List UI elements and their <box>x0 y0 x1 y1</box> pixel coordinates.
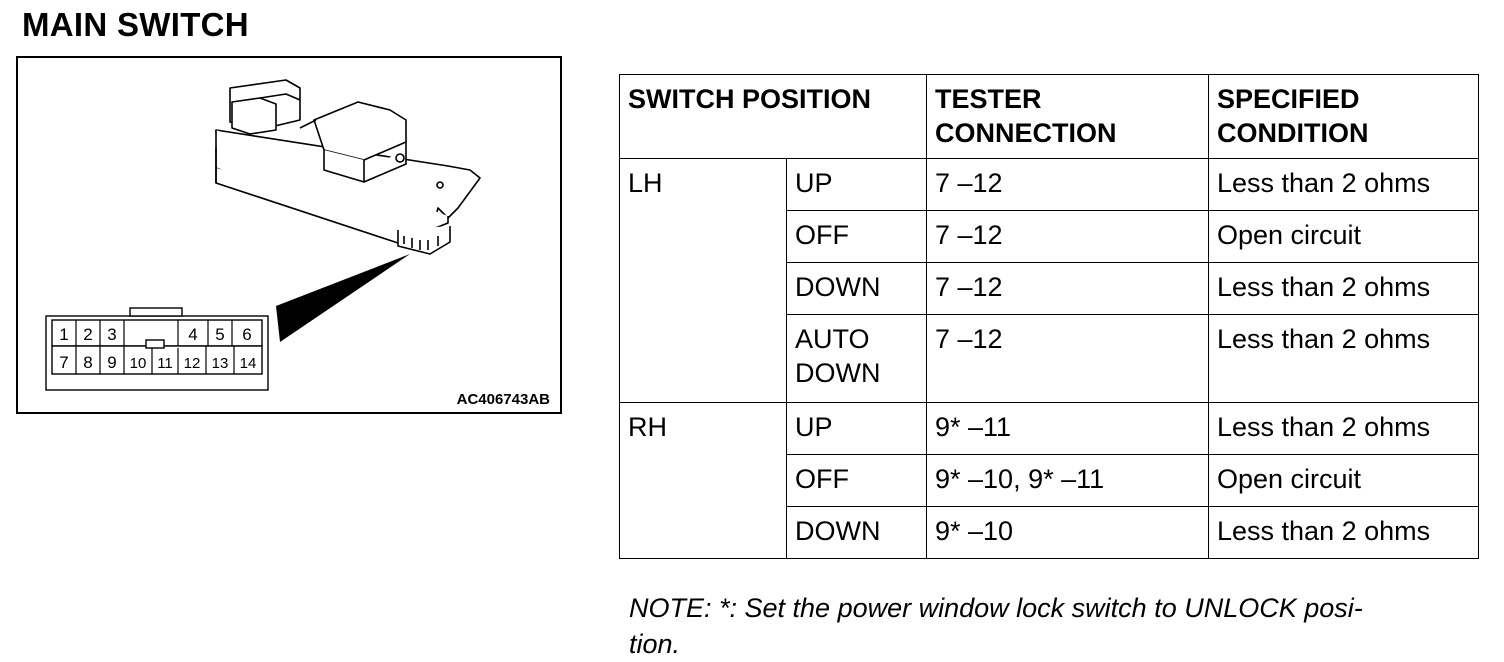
table-header-row: SWITCH POSITION TESTER CONNECTION SPECIF… <box>619 74 1479 159</box>
position-cell: OFF <box>786 210 927 263</box>
pin-label: 4 <box>188 325 197 344</box>
condition-cell: Open circuit <box>1208 454 1479 507</box>
note-line2: tion. <box>629 629 681 659</box>
position-cell: OFF <box>786 454 927 507</box>
connection-cell: 7 –12 <box>926 158 1209 211</box>
table-row: LH UP 7 –12 Less than 2 ohms <box>619 158 1479 403</box>
note-line1: NOTE: *: Set the power window lock switc… <box>629 593 1363 623</box>
pin-label: 10 <box>130 355 147 372</box>
header-tester-connection-line1: TESTER <box>935 84 1042 114</box>
connection-cell: 7 –12 <box>926 210 1209 263</box>
condition-cell: Open circuit <box>1208 210 1479 263</box>
table-row: DOWN 9* –10 Less than 2 ohms <box>620 506 1479 559</box>
header-switch-position: SWITCH POSITION <box>619 74 927 159</box>
table-row: OFF 7 –12 Open circuit <box>620 210 1479 263</box>
header-tester-connection: TESTER CONNECTION <box>926 74 1209 159</box>
position-cell: DOWN <box>786 262 927 315</box>
table-row: DOWN 7 –12 Less than 2 ohms <box>620 262 1479 315</box>
pin-label: 8 <box>83 353 92 372</box>
pin-label: 7 <box>59 353 68 372</box>
condition-cell: Less than 2 ohms <box>1208 402 1479 455</box>
page-title: MAIN SWITCH <box>22 6 249 43</box>
pin-label: 3 <box>107 325 116 344</box>
position-cell: UP <box>786 158 927 211</box>
condition-cell: Less than 2 ohms <box>1208 314 1479 403</box>
pin-label: 5 <box>215 325 224 344</box>
connection-cell: 9* –10, 9* –11 <box>926 454 1209 507</box>
connection-cell: 7 –12 <box>926 314 1209 403</box>
position-cell: UP <box>786 402 927 455</box>
pin-label: 6 <box>242 325 251 344</box>
pin-label: 11 <box>157 355 173 372</box>
connection-cell: 9* –11 <box>926 402 1209 455</box>
condition-cell: Less than 2 ohms <box>1208 262 1479 315</box>
header-specified-condition: SPECIFIED CONDITION <box>1208 74 1479 159</box>
pin-label: 9 <box>107 353 116 372</box>
pin-label: 14 <box>240 355 257 372</box>
connection-cell: 7 –12 <box>926 262 1209 315</box>
pin-label: 13 <box>212 355 229 372</box>
header-specified-condition-line2: CONDITION <box>1217 118 1369 148</box>
inspection-table: SWITCH POSITION TESTER CONNECTION SPECIF… <box>619 74 1479 559</box>
position-line2: DOWN <box>795 358 881 388</box>
side-cell: LH <box>619 158 787 403</box>
position-line1: AUTO <box>795 324 870 354</box>
header-specified-condition-line1: SPECIFIED <box>1217 84 1360 114</box>
table-row: RH UP 9* –11 Less than 2 ohms <box>619 402 1479 559</box>
position-cell: AUTO DOWN <box>786 314 927 403</box>
connection-cell: 9* –10 <box>926 506 1209 559</box>
table-row: AUTO DOWN 7 –12 Less than 2 ohms <box>620 314 1479 403</box>
pin-label: 12 <box>184 355 201 372</box>
figure-code: AC406743AB <box>456 391 550 408</box>
switch-figure: 1 2 3 4 5 6 7 8 9 10 11 12 13 14 AC40674… <box>16 56 562 414</box>
condition-cell: Less than 2 ohms <box>1208 158 1479 211</box>
note-text: NOTE: *: Set the power window lock switc… <box>629 590 1469 662</box>
condition-cell: Less than 2 ohms <box>1208 506 1479 559</box>
position-cell: DOWN <box>786 506 927 559</box>
power-window-switch-illustration: 1 2 3 4 5 6 7 8 9 10 11 12 13 14 <box>45 79 481 391</box>
pin-label: 2 <box>83 325 92 344</box>
side-cell: RH <box>619 402 787 559</box>
pin-label: 1 <box>59 325 68 344</box>
header-tester-connection-line2: CONNECTION <box>935 118 1117 148</box>
